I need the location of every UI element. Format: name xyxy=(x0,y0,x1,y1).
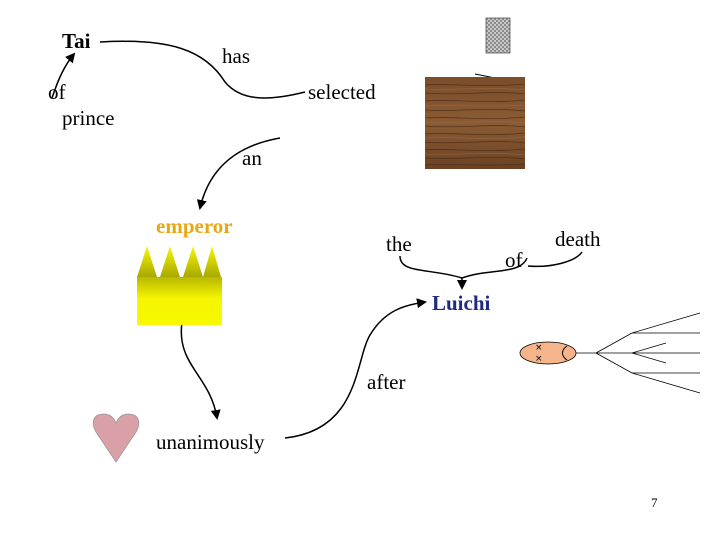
page-number: 7 xyxy=(651,495,658,510)
word-of-2: of xyxy=(505,248,523,272)
svg-text:×: × xyxy=(535,343,543,353)
word-death: death xyxy=(555,227,601,251)
word-unanimously: unanimously xyxy=(156,430,265,454)
word-prince: prince xyxy=(62,106,115,130)
curve-of-to-death xyxy=(527,251,583,268)
word-selected: selected xyxy=(308,80,376,104)
word-after: after xyxy=(367,370,406,394)
word-the: the xyxy=(386,232,412,256)
curve-tai-to-has xyxy=(99,40,306,99)
arrow-to-emperor xyxy=(196,137,281,210)
word-tai: Tai xyxy=(62,29,91,53)
heart-icon xyxy=(92,413,140,463)
word-an: an xyxy=(242,146,262,170)
arrow-to-tai xyxy=(51,52,76,99)
crown-icon xyxy=(137,246,222,325)
svg-text:×: × xyxy=(535,354,543,364)
word-emperor: emperor xyxy=(156,214,233,238)
arrow-to-unanimously xyxy=(180,321,221,420)
fish-bone-icon: × × xyxy=(519,312,701,394)
word-luichi: Luichi xyxy=(432,291,491,315)
word-has: has xyxy=(222,44,250,68)
arrow-to-luichi xyxy=(284,298,427,439)
wood-texture-icon xyxy=(424,77,526,169)
brace-the-of xyxy=(399,255,528,279)
word-of-1: of xyxy=(48,80,66,104)
gray-square-icon xyxy=(485,17,511,54)
